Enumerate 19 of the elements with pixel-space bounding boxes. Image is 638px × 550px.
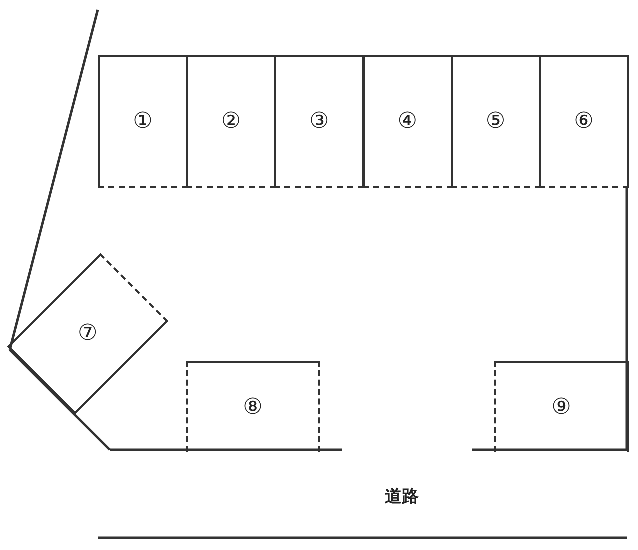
space-number: ④ [398,110,418,132]
road-label: 道路 [385,486,419,508]
parking-space [362,55,453,188]
space-number: ⑤ [486,110,506,132]
space-number: ② [221,110,242,132]
parking-space [450,55,541,188]
parking-space [186,55,276,188]
parking-space [98,55,188,188]
parking-space [7,253,169,415]
space-number: ⑧ [243,396,263,418]
parking-space [539,55,629,188]
space-number: ③ [310,110,330,132]
space-number: ⑥ [574,110,594,132]
parking-space [274,55,364,188]
parking-space [494,361,629,452]
parking-space [186,361,320,452]
space-number: ⑨ [552,396,572,418]
space-number: ⑦ [78,323,98,345]
space-number: ① [133,110,153,132]
